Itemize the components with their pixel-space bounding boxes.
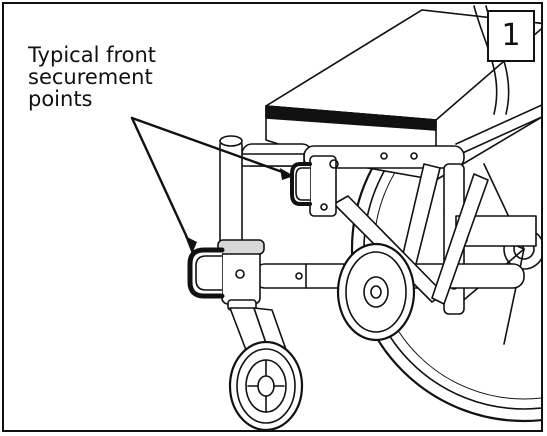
callout-arrows [130, 116, 294, 254]
side-frame [219, 135, 537, 315]
front-securement-point [187, 239, 265, 311]
securement-callout-text: Typical front securement points [28, 43, 157, 111]
step-number-badge: 1 [487, 10, 535, 62]
diagram-figure: Typical front securement points 1 [2, 2, 543, 432]
middle-wheel [336, 242, 416, 342]
rear-securement-point [290, 155, 339, 217]
seat [265, 9, 541, 181]
wheelchair-drawing [130, 5, 541, 430]
front-caster-wheel [228, 340, 304, 430]
